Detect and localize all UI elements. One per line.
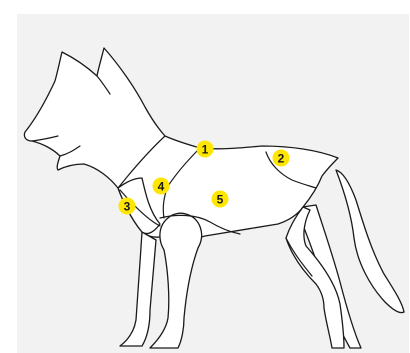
marker-4-label: 4 — [158, 180, 165, 194]
dog-body — [24, 48, 338, 239]
marker-4: 4 — [153, 178, 170, 195]
marker-2-label: 2 — [278, 152, 285, 166]
marker-3-label: 3 — [124, 200, 131, 214]
far-front-leg — [120, 232, 156, 346]
marker-1-label: 1 — [202, 143, 209, 157]
marker-3: 3 — [119, 198, 136, 215]
tail — [336, 170, 404, 313]
marker-5: 5 — [212, 191, 229, 208]
marker-2: 2 — [273, 150, 290, 167]
marker-1: 1 — [197, 141, 214, 158]
marker-5-label: 5 — [217, 193, 224, 207]
